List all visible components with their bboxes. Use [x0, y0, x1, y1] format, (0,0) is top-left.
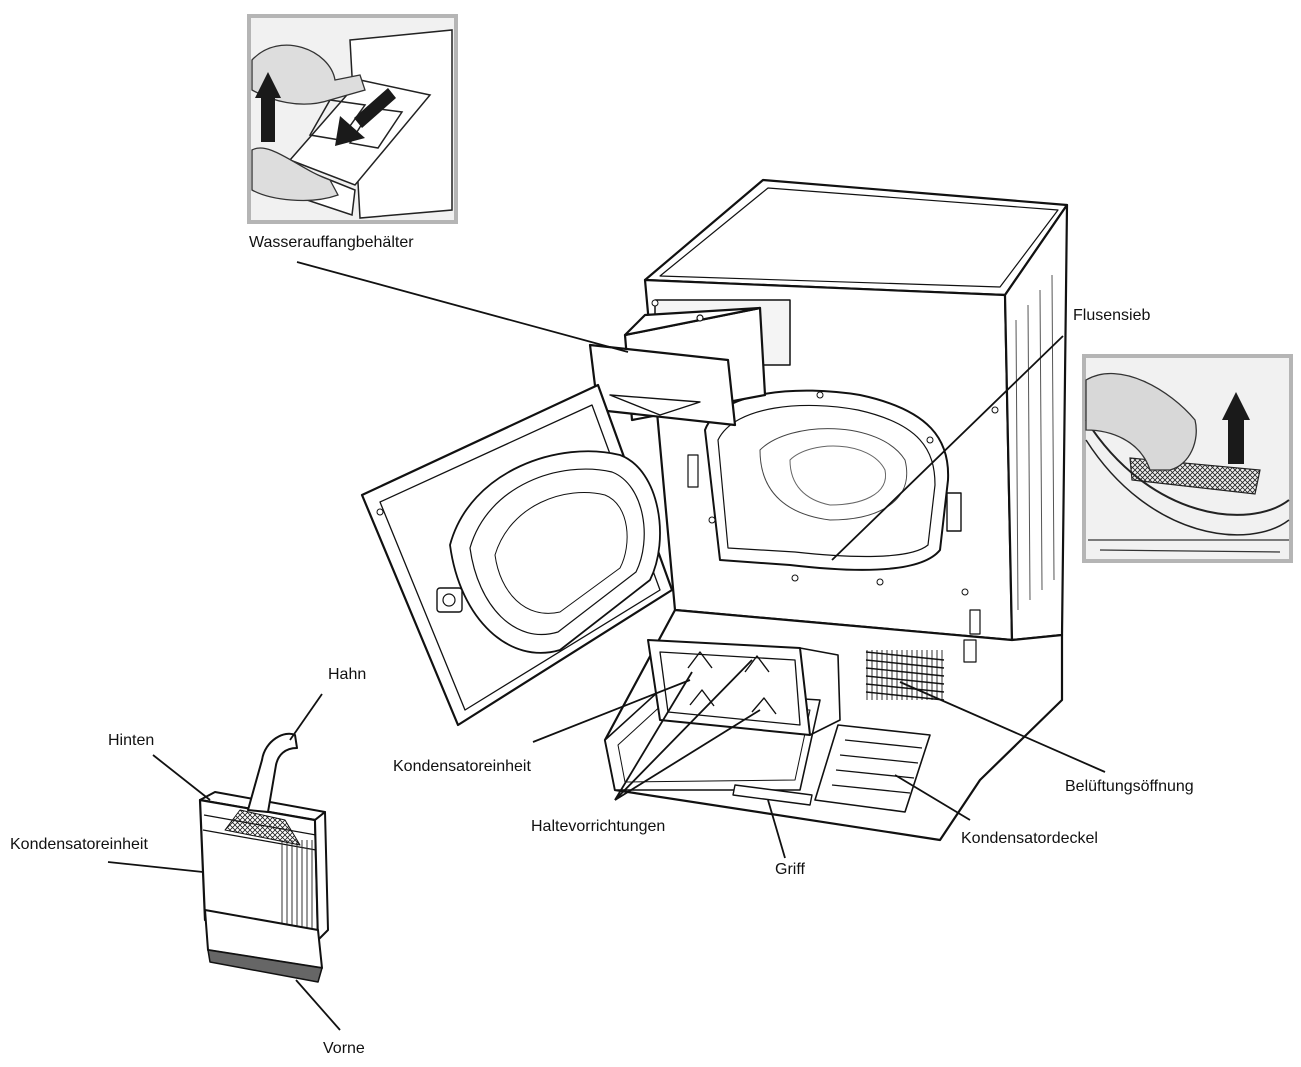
- arrow-up-icon: [1222, 392, 1250, 464]
- label-wasserauffangbehaelter: Wasserauffangbehälter: [249, 234, 414, 251]
- leader-kondensatoreinheit-left: [107, 861, 204, 873]
- dryer-door: [360, 383, 674, 727]
- water-container-inset: [247, 14, 458, 224]
- arrow-down-icon: [335, 88, 396, 146]
- label-belueftungsoeffnung: Belüftungsöffnung: [1065, 778, 1194, 795]
- leader-vorne: [295, 979, 341, 1031]
- leader-kondensatoreinheit-center: [532, 679, 691, 743]
- leader-lines: [107, 261, 1106, 1031]
- label-kondensatoreinheit-left: Kondensatoreinheit: [10, 836, 148, 853]
- leader-flusensieb: [831, 335, 1064, 561]
- arrow-up-icon: [255, 72, 281, 142]
- dryer-body: [603, 178, 1069, 842]
- leader-belueftungsoeffnung: [899, 681, 1106, 773]
- handle: [732, 784, 813, 806]
- leader-haltevorrichtungen-a: [614, 671, 693, 801]
- leader-haltevorrichtungen-c: [614, 709, 761, 801]
- label-flusensieb: Flusensieb: [1073, 307, 1151, 324]
- drum-opening: [704, 389, 950, 571]
- label-vorne: Vorne: [323, 1040, 365, 1057]
- leader-hahn: [289, 693, 323, 741]
- label-hahn: Hahn: [328, 666, 367, 683]
- condenser-cover: [814, 724, 931, 813]
- condenser-unit-removed: [198, 732, 329, 983]
- label-kondensatordeckel: Kondensatordeckel: [961, 830, 1098, 847]
- leader-hinten: [152, 754, 211, 801]
- tap: [247, 732, 298, 813]
- leader-kondensatordeckel: [894, 774, 971, 821]
- label-griff: Griff: [775, 861, 805, 878]
- lint-filter-inset: [1082, 354, 1293, 563]
- label-kondensatoreinheit-center: Kondensatoreinheit: [393, 758, 531, 775]
- leader-griff: [767, 799, 786, 859]
- leader-wasserauffangbehaelter: [296, 261, 629, 353]
- leader-haltevorrichtungen-b: [614, 659, 753, 801]
- label-hinten: Hinten: [108, 732, 155, 749]
- label-haltevorrichtungen: Haltevorrichtungen: [531, 818, 666, 835]
